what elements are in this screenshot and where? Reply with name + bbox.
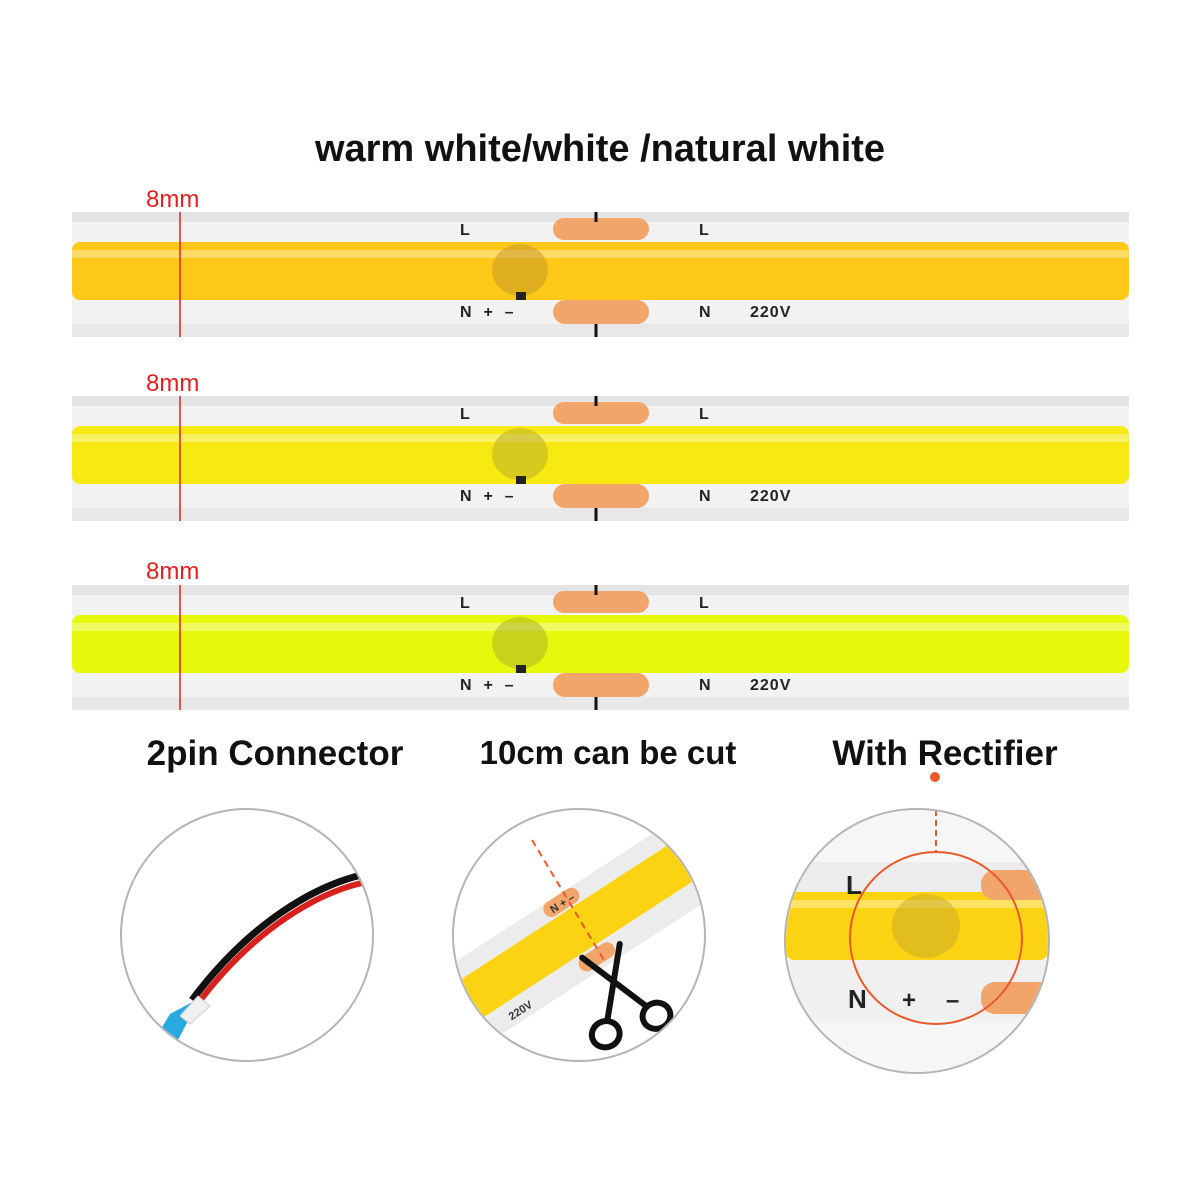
led-band — [72, 615, 1129, 673]
label-l-left: L — [460, 222, 471, 239]
solder-pad — [553, 591, 649, 613]
rectifier-icon: L N + – — [786, 810, 1048, 1072]
caption-10cm-cut: 10cm can be cut — [479, 734, 737, 771]
label-l: L — [846, 870, 862, 900]
led-strip-white: L L N + – N 220V — [72, 396, 1129, 521]
solder-pad — [553, 484, 649, 508]
label-n: N — [848, 984, 867, 1014]
solder-pad — [553, 673, 649, 697]
width-label: 8mm — [146, 370, 200, 397]
scissors-icon — [579, 940, 674, 1051]
label-l-left: L — [460, 406, 471, 423]
wire-connector-icon — [142, 869, 372, 1060]
solder-pad — [553, 300, 649, 324]
label-minus: – — [946, 987, 959, 1014]
voltage-label: 220V — [750, 677, 792, 694]
led-band — [72, 426, 1129, 484]
label-n-plus-minus: N + – — [460, 304, 515, 321]
connector-circle — [120, 808, 374, 1062]
label-l-right: L — [699, 222, 710, 239]
page-title: warm white/white /natural white — [314, 128, 886, 170]
voltage-label: 220V — [750, 488, 792, 505]
label-n-right: N — [699, 304, 712, 321]
caption-rectifier: With Rectifier — [832, 734, 1058, 773]
width-label: 8mm — [146, 186, 200, 213]
label-n-right: N — [699, 677, 712, 694]
width-label: 8mm — [146, 558, 200, 585]
label-n-plus-minus: N + – — [460, 677, 515, 694]
label-l-right: L — [699, 595, 710, 612]
solder-pad — [553, 218, 649, 240]
cut-circle: N + – 220V — [452, 808, 706, 1062]
voltage-label: 220V — [750, 304, 792, 321]
rectifier-marker-dot — [930, 772, 940, 782]
label-l-left: L — [460, 595, 471, 612]
label-plus: + — [902, 987, 916, 1014]
label-n-plus-minus: N + – — [460, 488, 515, 505]
label-l-right: L — [699, 406, 710, 423]
solder-pad — [553, 402, 649, 424]
rectifier-circle: L N + – — [784, 808, 1050, 1074]
caption-2pin-connector: 2pin Connector — [146, 734, 404, 773]
led-strip-warm-white: L L N + – N 220V — [72, 212, 1129, 337]
led-band — [72, 242, 1129, 300]
label-n-right: N — [699, 488, 712, 505]
led-strip-natural-white: L L N + – N 220V — [72, 585, 1129, 710]
